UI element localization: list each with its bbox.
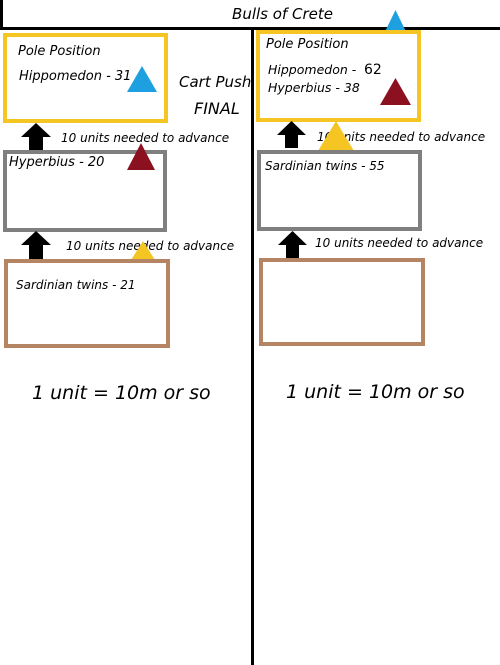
right-advance-note-2: 10 units needed to advance <box>315 236 484 250</box>
right-scale-note: 1 unit = 10m or so <box>286 381 465 403</box>
right-up-arrow-2-icon <box>278 231 307 259</box>
right-pole-position-box <box>256 30 421 122</box>
right-pole-label: Pole Position <box>266 37 349 52</box>
final-label: FINAL <box>194 99 240 118</box>
left-advance-note-1: 10 units needed to advance <box>61 131 230 145</box>
left-middle-team: Hyperbius - 20 <box>9 155 105 170</box>
left-red-triangle-icon <box>127 143 155 170</box>
right-up-arrow-1-icon <box>277 121 306 148</box>
left-pole-label: Pole Position <box>18 44 101 59</box>
right-red-triangle-icon <box>380 78 411 105</box>
right-pole-score-1: 62 <box>364 62 382 78</box>
right-advance-note-1: 10 units needed to advance <box>317 130 486 144</box>
left-blue-triangle-icon <box>127 66 157 92</box>
left-up-arrow-1-icon <box>21 123 51 150</box>
left-pole-team: Hippomedon - 31 <box>19 69 132 84</box>
page-title: Bulls of Crete <box>232 5 333 23</box>
column-divider <box>251 30 254 665</box>
right-middle-box <box>257 150 422 231</box>
header-left-edge <box>0 0 3 30</box>
right-middle-team: Sardinian twins - 55 <box>265 159 385 173</box>
left-bottom-box <box>4 259 170 348</box>
cart-push-label: Cart Push <box>179 73 252 91</box>
right-yellow-triangle-icon <box>318 121 354 151</box>
left-bottom-team: Sardinian twins - 21 <box>16 278 136 292</box>
right-pole-team-1: Hippomedon - <box>268 62 357 77</box>
left-advance-note-2: 10 units needed to advance <box>66 239 235 253</box>
left-scale-note: 1 unit = 10m or so <box>32 382 211 404</box>
header-bar <box>0 0 500 30</box>
right-pole-team-2: Hyperbius - 38 <box>268 80 360 95</box>
right-bottom-box <box>259 258 425 346</box>
left-up-arrow-2-icon <box>21 231 51 259</box>
